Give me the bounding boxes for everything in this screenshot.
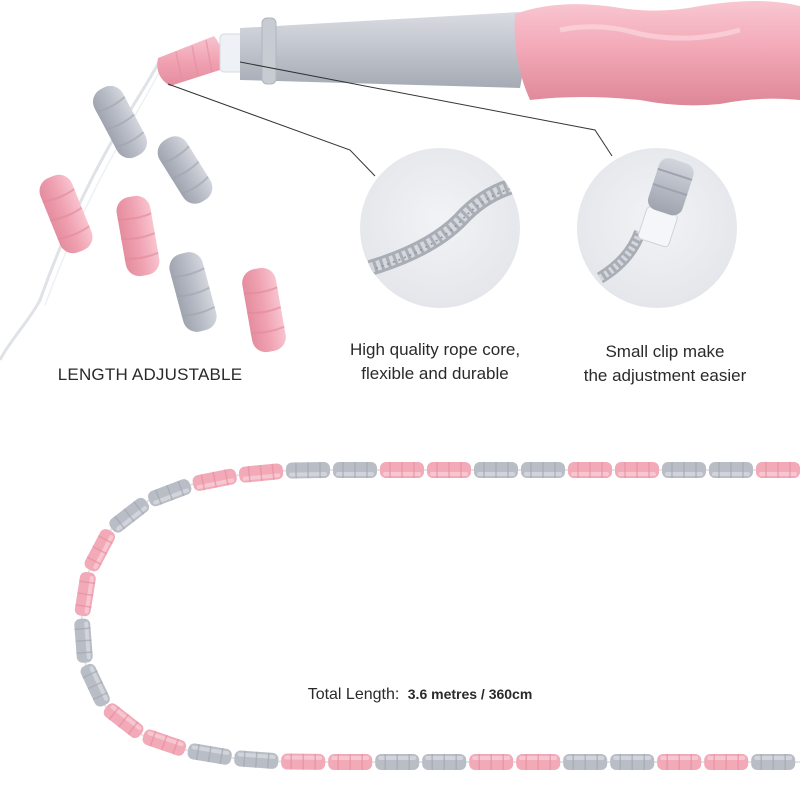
rope-bead bbox=[469, 754, 514, 770]
rope-bead bbox=[563, 754, 608, 770]
rope-bead bbox=[568, 462, 612, 478]
rope-bead bbox=[148, 479, 192, 507]
loose-beads bbox=[39, 85, 286, 353]
total-length-label: Total Length: bbox=[307, 686, 400, 703]
rope-bead bbox=[238, 463, 284, 483]
rope-bead bbox=[333, 462, 377, 478]
caption-rope-core-line1: High quality rope core, bbox=[349, 340, 521, 359]
caption-small-clip-line2: the adjustment easier bbox=[583, 366, 747, 385]
rope-bead bbox=[662, 462, 706, 478]
rope-bead bbox=[709, 462, 753, 478]
rope-bead bbox=[375, 754, 420, 770]
rope-bead bbox=[422, 754, 467, 770]
caption-rope-core: High quality rope core, flexible and dur… bbox=[335, 338, 535, 386]
rope-bead bbox=[615, 462, 659, 478]
rope-bead bbox=[610, 754, 655, 770]
zoom-small-clip bbox=[577, 148, 737, 308]
total-length: Total Length: 3.6 metres / 360cm bbox=[240, 686, 600, 704]
caption-rope-core-line2: flexible and durable bbox=[361, 364, 509, 383]
rope-bead bbox=[285, 462, 331, 479]
rope-bead bbox=[756, 462, 800, 478]
callout-lines bbox=[167, 61, 613, 177]
rope-bead bbox=[281, 753, 326, 770]
rope-bead bbox=[103, 703, 144, 739]
caption-small-clip-line1: Small clip make bbox=[605, 342, 725, 361]
rope-bead bbox=[234, 750, 279, 769]
rope-bead bbox=[192, 468, 237, 491]
zoom-rope-core bbox=[360, 148, 520, 308]
caption-length-adjustable-text: LENGTH ADJUSTABLE bbox=[57, 365, 243, 384]
rope-bead bbox=[380, 462, 424, 478]
caption-small-clip: Small clip make the adjustment easier bbox=[565, 340, 765, 388]
rope-bead bbox=[80, 663, 110, 707]
rope-bead bbox=[74, 571, 96, 617]
rope-bead bbox=[521, 462, 565, 478]
rope-bead bbox=[427, 462, 471, 478]
rope-bead bbox=[474, 462, 518, 478]
rope-bead bbox=[84, 529, 116, 572]
rope-bead bbox=[751, 754, 796, 770]
rope-bead bbox=[704, 754, 749, 770]
rope-bead bbox=[109, 497, 150, 533]
rope-bead bbox=[657, 754, 702, 770]
total-length-value: 3.6 metres / 360cm bbox=[407, 686, 533, 702]
rope-bead bbox=[187, 743, 232, 765]
beaded-rope-loop bbox=[74, 462, 800, 770]
handle bbox=[0, 1, 800, 361]
rope-bead bbox=[516, 754, 561, 770]
rope-bead bbox=[328, 754, 373, 770]
rope-bead bbox=[74, 618, 93, 663]
rope-bead bbox=[142, 729, 187, 756]
caption-length-adjustable: LENGTH ADJUSTABLE bbox=[40, 363, 260, 387]
